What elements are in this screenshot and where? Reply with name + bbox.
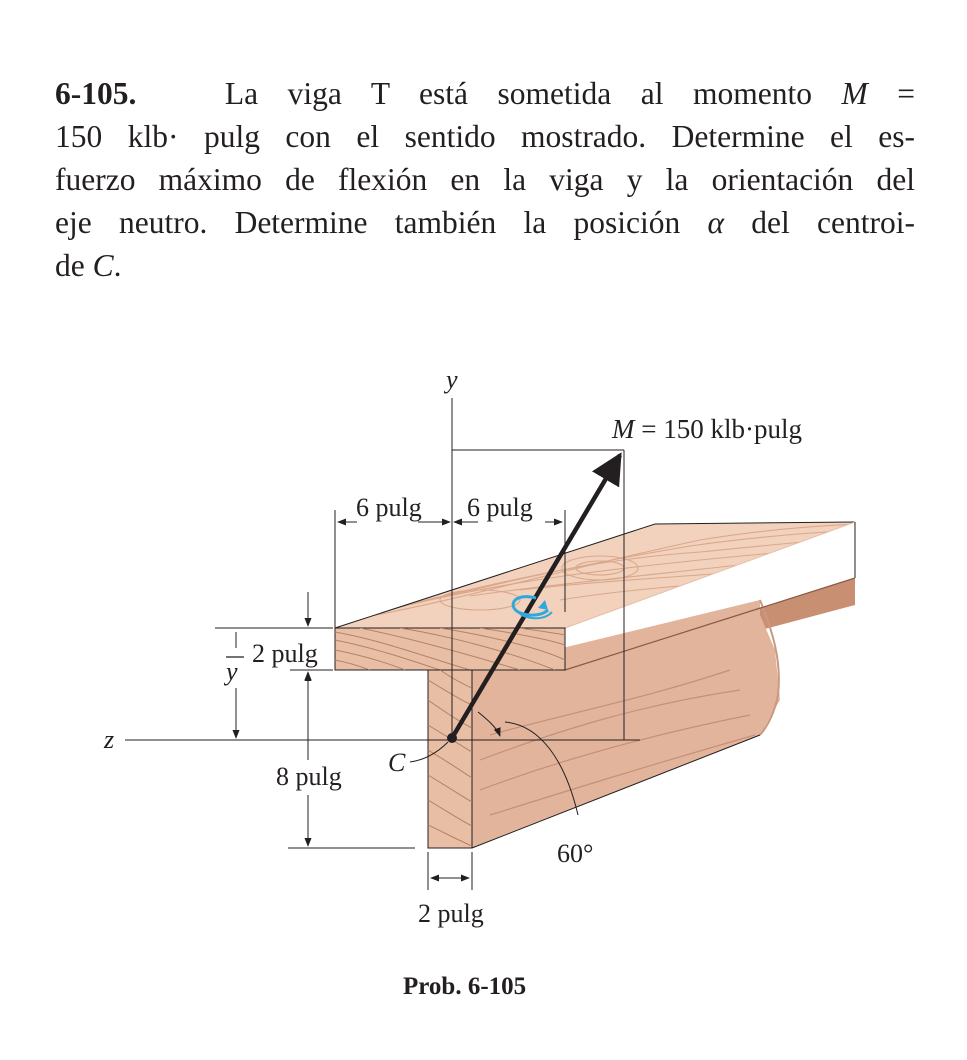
problem-line-4-text: eje neutro. Determine también la posició… bbox=[55, 205, 708, 240]
equals-sign: = bbox=[867, 76, 916, 111]
problem-line-2: 150 klb· pulg con el sentido mostrado. D… bbox=[55, 119, 915, 154]
centroid-symbol-text: C bbox=[92, 248, 114, 283]
dim-flange-label: 2 pulg bbox=[252, 639, 318, 668]
problem-line-5-end: . bbox=[113, 248, 122, 283]
web-side-grain bbox=[479, 669, 756, 816]
angle-leader bbox=[504, 721, 579, 816]
y-axis-label: y bbox=[443, 365, 458, 394]
problem-line-1: 6-105. La viga T está sometida al moment… bbox=[55, 72, 915, 115]
moment-symbol: M bbox=[841, 76, 868, 111]
dim-web-width-label: 2 pulg bbox=[418, 899, 484, 928]
problem-line-4-end: del centroi- bbox=[724, 205, 915, 240]
problem-line-4: eje neutro. Determine también la posició… bbox=[55, 201, 915, 244]
moment-label-value: = 150 klb·pulg bbox=[635, 414, 802, 444]
centroid-point bbox=[447, 733, 457, 743]
rotation-arrow-icon bbox=[511, 595, 553, 620]
ybar-label: y bbox=[223, 657, 238, 686]
flange-front-rings bbox=[335, 628, 565, 670]
angle-label: 60° bbox=[557, 839, 593, 868]
flange-bottom-back-edge bbox=[564, 577, 856, 671]
dim-6-left-label: 6 pulg bbox=[356, 493, 422, 522]
figure-caption: Prob. 6-105 bbox=[403, 973, 526, 1000]
problem-line-3: fuerzo máximo de flexión en la viga y la… bbox=[55, 162, 915, 197]
moment-label: M = 150 klb·pulg bbox=[611, 414, 802, 444]
web-bottom-edge bbox=[471, 734, 761, 849]
flange-back-edge bbox=[564, 521, 856, 629]
moment-label-var: M bbox=[611, 414, 636, 444]
dim-web-height-label: 8 pulg bbox=[276, 762, 342, 791]
problem-statement: 6-105. La viga T está sometida al moment… bbox=[55, 72, 915, 287]
web-end-profile bbox=[759, 599, 780, 736]
problem-line-5: de C. bbox=[55, 244, 915, 287]
flange-top-outline bbox=[334, 521, 856, 629]
centroid-leader bbox=[409, 741, 449, 763]
problem-line-5-text: de bbox=[55, 248, 93, 283]
dim-6-right-label: 6 pulg bbox=[467, 493, 533, 522]
problem-line-1-text: La viga T está sometida al momento bbox=[224, 76, 842, 111]
angle-arc bbox=[477, 711, 501, 737]
alpha-symbol: α bbox=[707, 205, 725, 240]
web-front-face bbox=[427, 669, 473, 849]
problem-number: 6-105. bbox=[55, 76, 137, 111]
centroid-label: C bbox=[388, 748, 406, 777]
z-axis-label: z bbox=[103, 725, 114, 754]
